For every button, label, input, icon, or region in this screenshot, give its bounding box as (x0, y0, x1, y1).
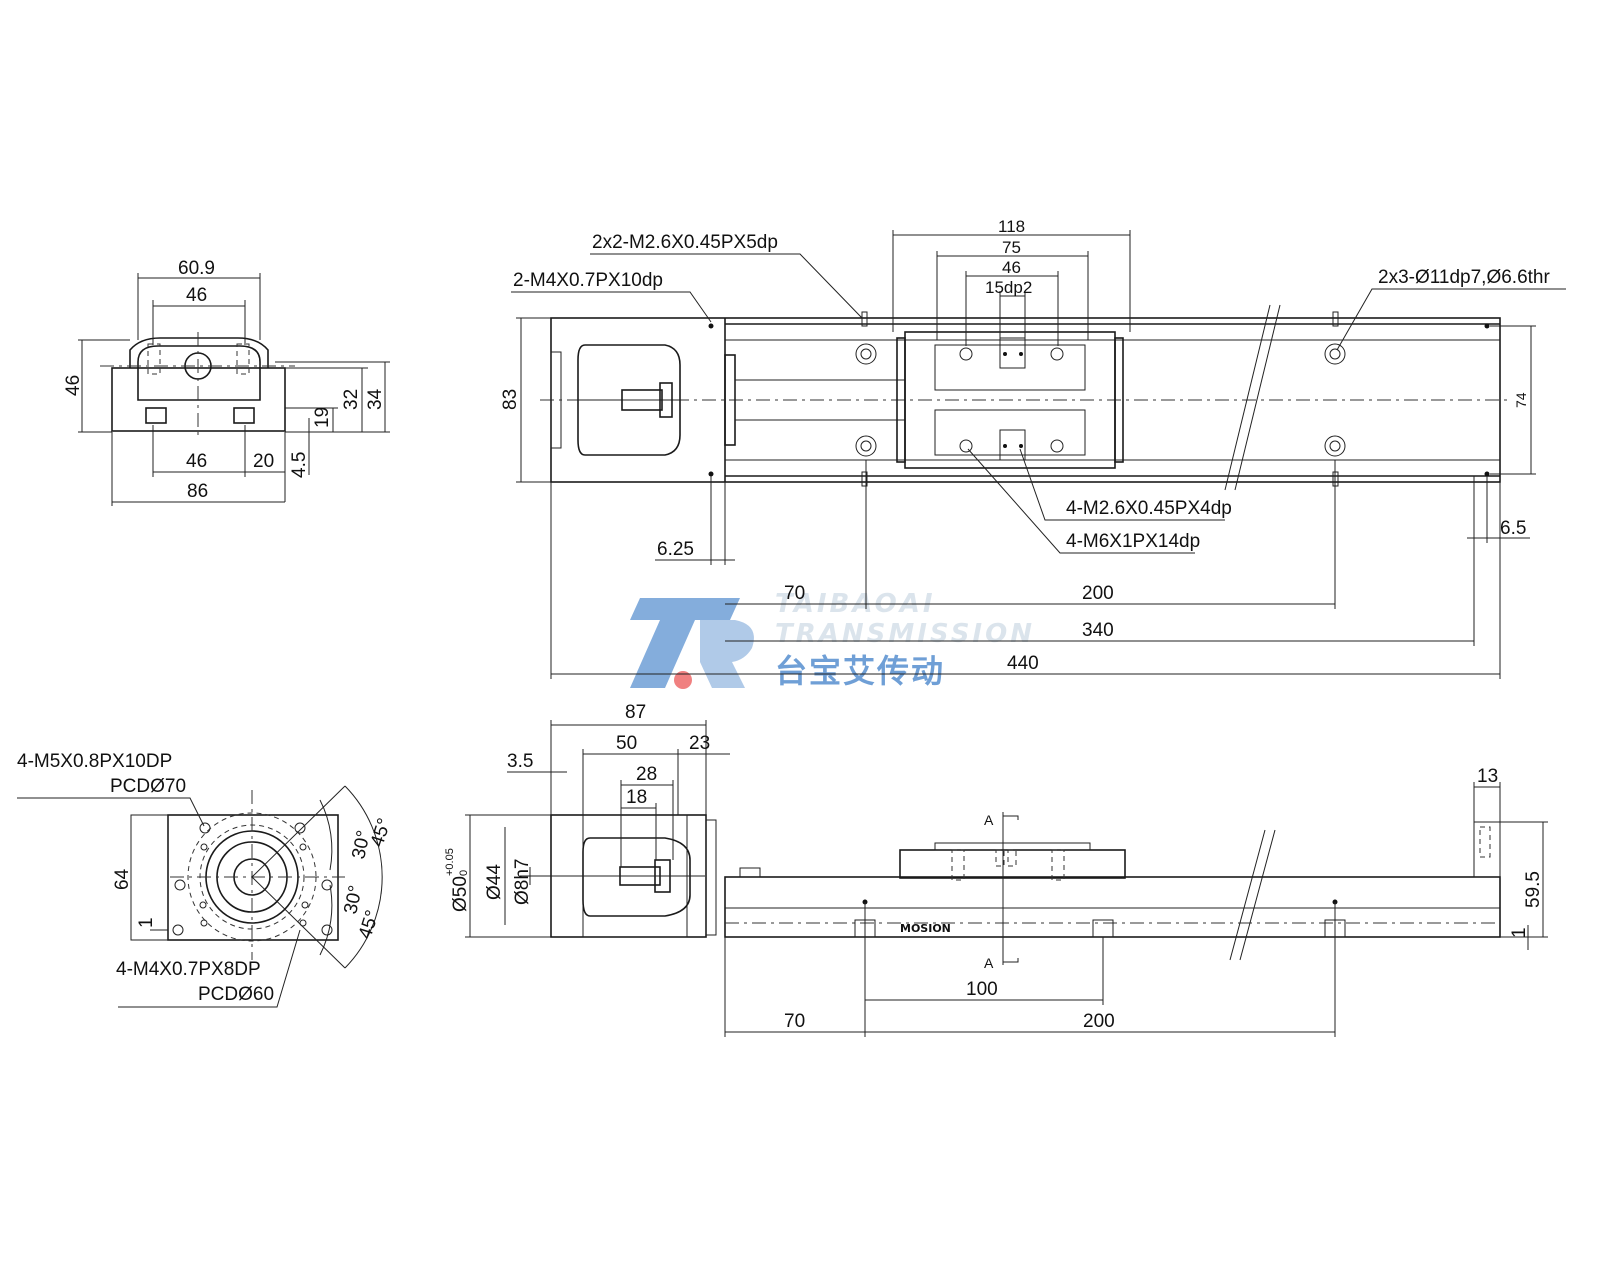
dim-46: 46 (1002, 258, 1021, 277)
callout-end-holes: 2-M4X0.7PX10dp (513, 270, 663, 291)
dim-83: 83 (500, 389, 521, 410)
watermark: TAIBAOAI TRANSMISSION 台宝艾传动 (630, 589, 1035, 690)
side-dim-70: 70 (784, 1011, 805, 1032)
end-view-carriage (129, 337, 269, 368)
end-dim-32: 32 (341, 389, 362, 410)
dim-200-top: 200 (1082, 583, 1114, 604)
motor-window-side (582, 837, 691, 917)
motor-window (577, 344, 681, 456)
end-dim-20: 20 (253, 451, 274, 472)
side-dim-100: 100 (966, 979, 998, 1000)
side-dim-50: 50 (616, 733, 637, 754)
side-dim-1: 1 (1509, 927, 1530, 938)
dim-340: 340 (1082, 620, 1114, 641)
end-view-foot-right (233, 407, 255, 424)
flange-callout-bottom: 4-M4X0.7PX8DP (116, 959, 261, 980)
watermark-logo-r (700, 620, 754, 688)
end-dim-19: 19 (312, 407, 333, 428)
dim-70-top: 70 (784, 583, 805, 604)
side-dim-phi44: Ø44 (484, 864, 505, 900)
dim-118: 118 (998, 217, 1025, 236)
end-view: 60.9 46 46 32 34 19 46 20 4.5 86 (63, 258, 390, 506)
side-dim-phi8h7: Ø8h7 (512, 859, 533, 905)
end-dim-46-bottom: 46 (186, 451, 207, 472)
flange-pcd-bottom: PCDØ60 (198, 984, 274, 1005)
watermark-line2: TRANSMISSION (775, 619, 1035, 649)
callout-carriage-large: 4-M6X1PX14dp (1066, 531, 1200, 552)
side-dim-200: 200 (1083, 1011, 1115, 1032)
carriage-side (899, 849, 1126, 879)
dim-6-5: 6.5 (1500, 518, 1526, 539)
side-dim-tol-lower: 0 (458, 870, 470, 876)
dim-15dp2: 15dp2 (985, 278, 1032, 297)
flange-dim-64: 64 (112, 868, 133, 890)
watermark-chinese: 台宝艾传动 (775, 652, 945, 690)
flange-dim-1: 1 (136, 917, 157, 928)
end-dim-86: 86 (187, 481, 208, 502)
flange-pcd-top: PCDØ70 (110, 776, 186, 797)
side-dim-13: 13 (1477, 766, 1498, 787)
dim-440: 440 (1007, 653, 1039, 674)
section-mark-top: A (984, 812, 994, 828)
callout-top-holes: 2x2-M2.6X0.45PX5dp (592, 232, 778, 253)
side-dim-59-5: 59.5 (1523, 871, 1544, 908)
end-view-carriage-inner (137, 345, 261, 401)
dim-6-25: 6.25 (657, 539, 694, 560)
side-dim-tol-upper: +0.05 (444, 848, 456, 876)
angle-30-top: 30° (348, 829, 375, 861)
flange-callout-top: 4-M5X0.8PX10DP (17, 751, 172, 772)
end-view-tap-right (236, 343, 250, 375)
callout-counterbore: 2x3-Ø11dp7,Ø6.6thr (1378, 267, 1550, 288)
section-mark-bottom: A (984, 955, 994, 971)
end-dim-46-top: 46 (186, 285, 207, 306)
end-view-foot-left (145, 407, 167, 424)
callout-carriage-small: 4-M2.6X0.45PX4dp (1066, 498, 1232, 519)
end-dim-4-5: 4.5 (289, 452, 310, 478)
side-dim-3-5: 3.5 (507, 751, 533, 772)
side-dim-18: 18 (626, 787, 647, 808)
side-dim-87: 87 (625, 702, 646, 723)
end-dim-60-9: 60.9 (178, 258, 215, 279)
side-view: MOSION A A 87 50 23 3.5 28 18 Ø50 +0.05 … (444, 702, 1548, 1037)
dim-75: 75 (1002, 238, 1021, 257)
motion-logo: MOSION (900, 922, 951, 935)
dim-74: 74 (1513, 392, 1529, 408)
flange-view: 45° 30° 30° 45° 4-M5X0.8PX10DP PCDØ70 4-… (17, 751, 396, 1008)
side-dim-phi50: Ø50 (450, 876, 471, 912)
end-view-tap-left (147, 343, 161, 375)
top-view: 2x2-M2.6X0.45PX5dp 2-M4X0.7PX10dp 2x3-Ø1… (500, 217, 1566, 679)
end-dim-34: 34 (365, 388, 386, 410)
watermark-logo-dot (674, 671, 692, 689)
side-dim-23: 23 (689, 733, 710, 754)
end-dim-46-left: 46 (63, 375, 84, 396)
watermark-logo-t (630, 598, 740, 688)
side-dim-28: 28 (636, 764, 657, 785)
